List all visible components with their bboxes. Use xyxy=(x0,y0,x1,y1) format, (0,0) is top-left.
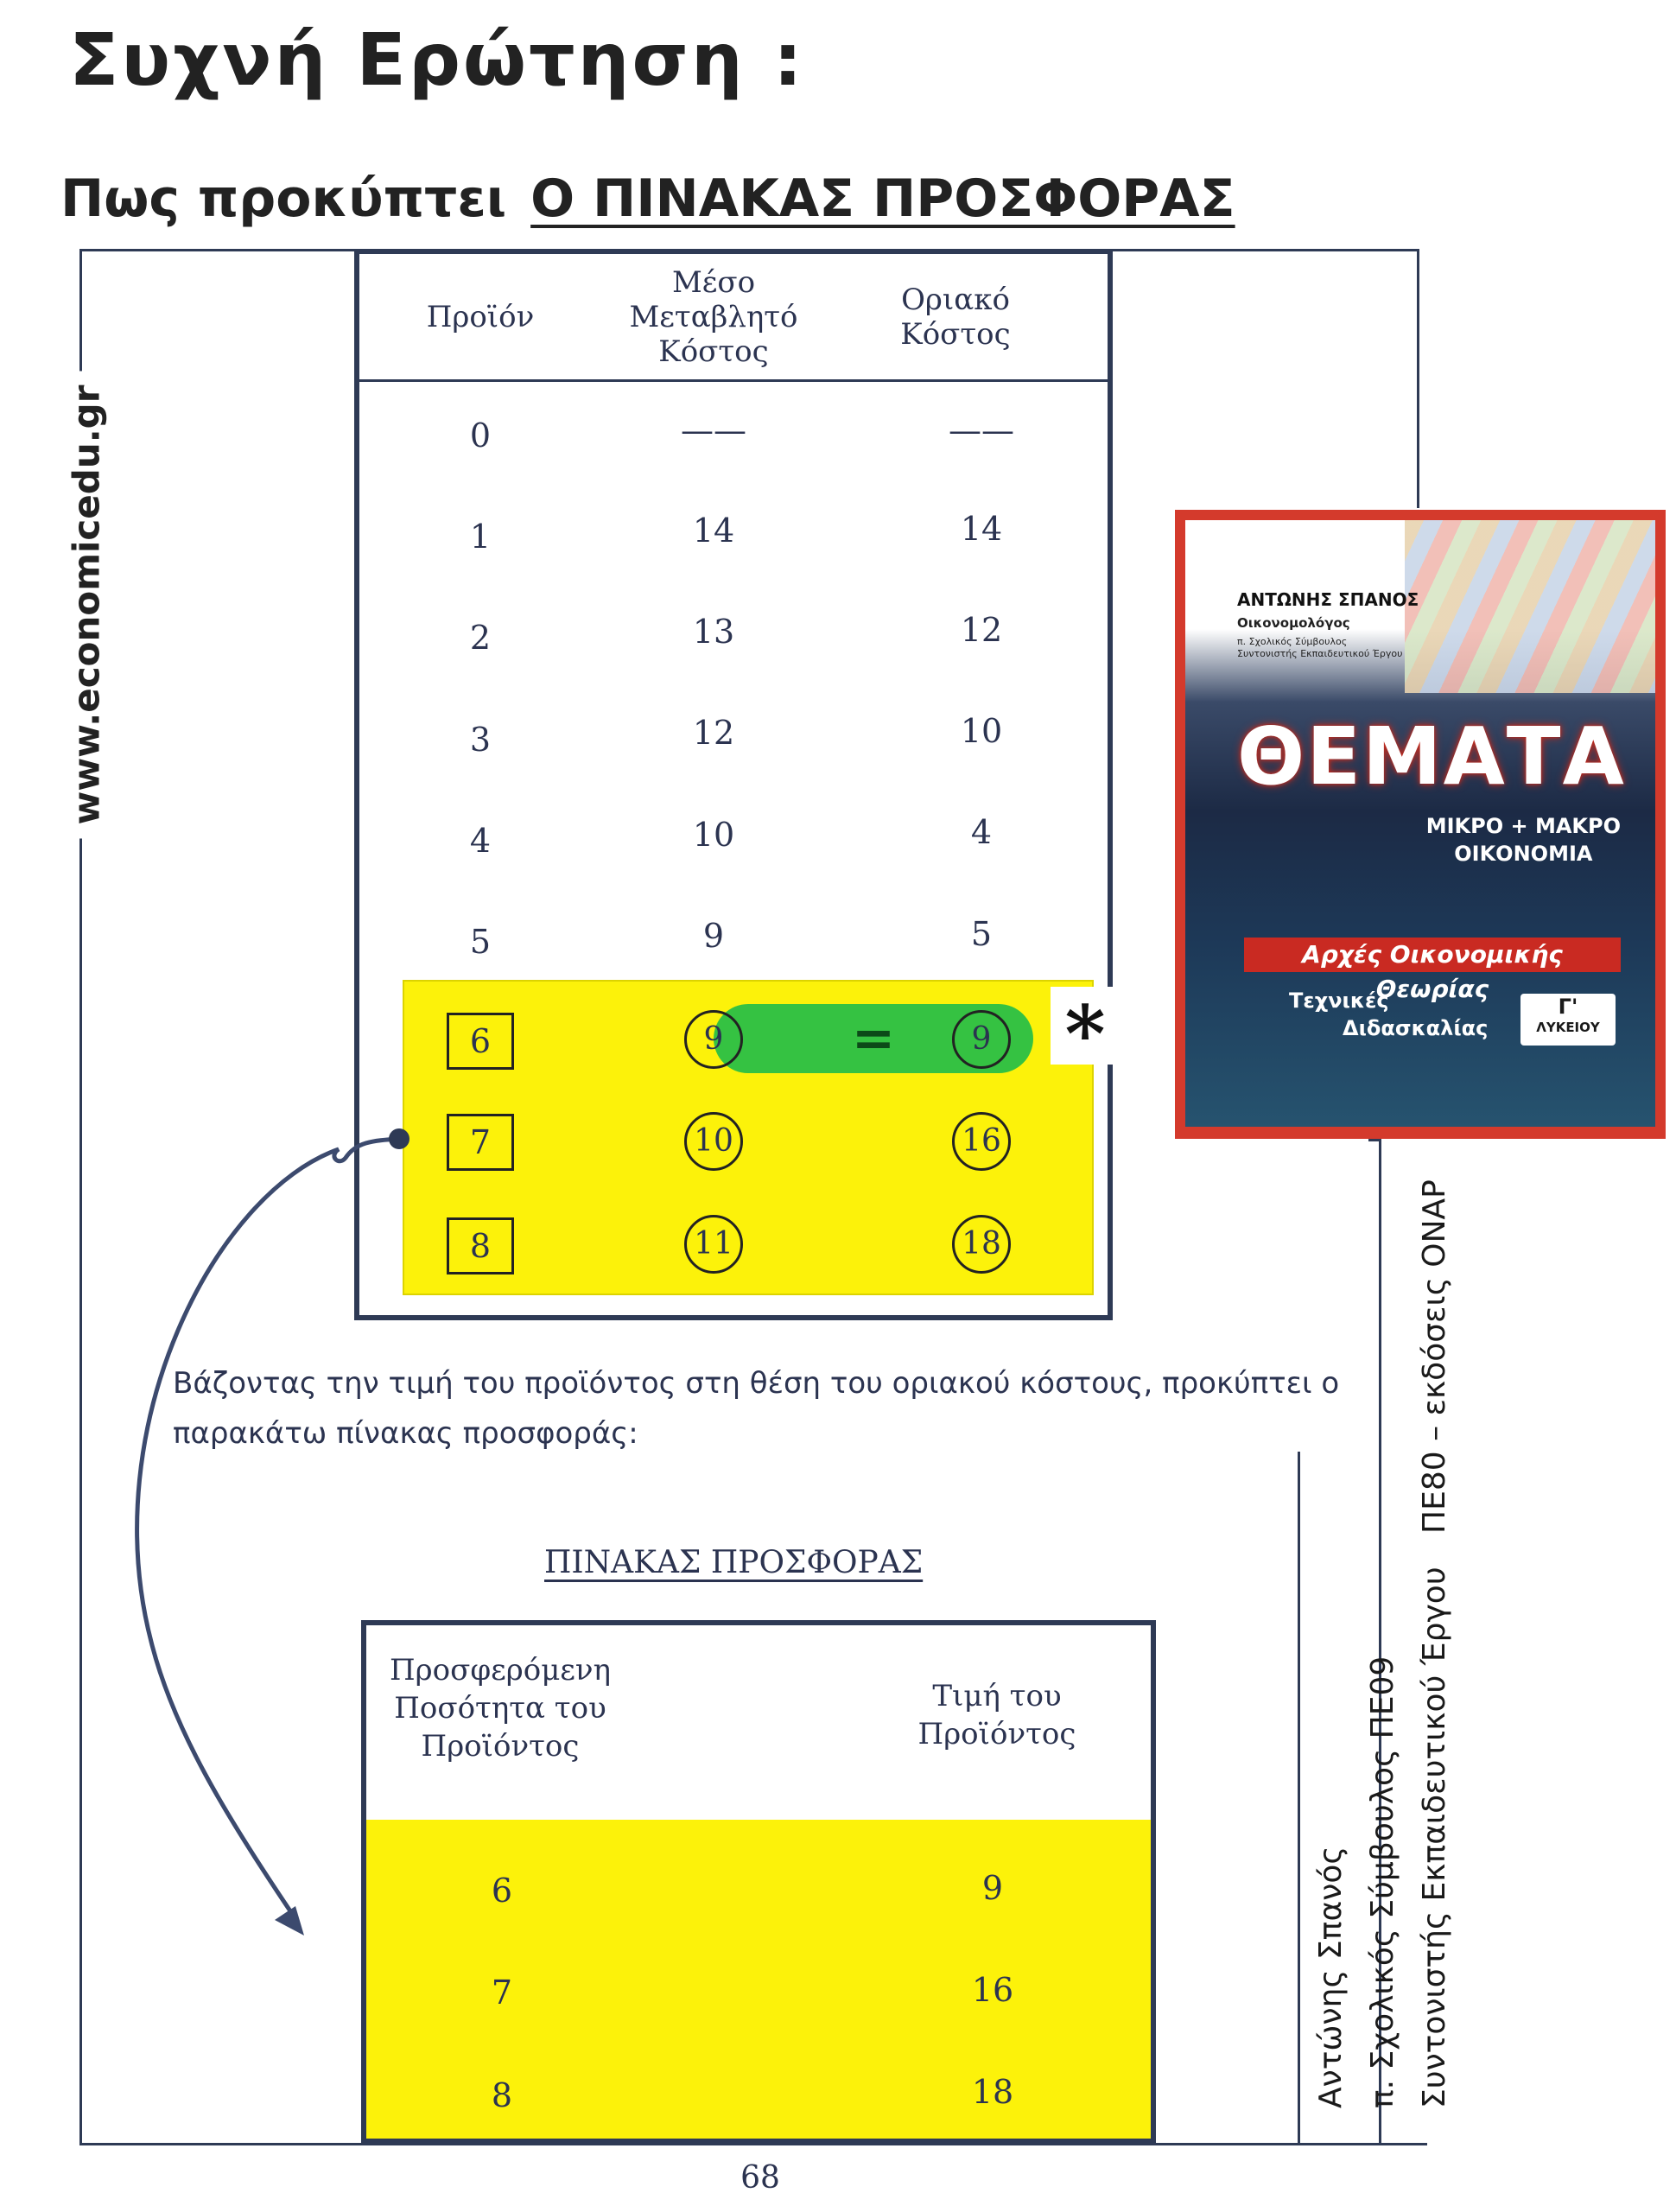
cell-mc-0: —— xyxy=(949,411,1014,449)
circled-mc-6: 9 xyxy=(952,1010,1011,1069)
book-grade-badge: Γ' ΛΥΚΕΙΟΥ xyxy=(1520,994,1616,1046)
supply-table-title: ΠΙΝΑΚΑΣ ΠΡΟΣΦΟΡΑΣ xyxy=(544,1545,924,1580)
cost-table-header: Προϊόν Μέσο Μεταβλητό Κόστος Οριακό Κόστ… xyxy=(359,254,1108,382)
cell-product-6: 6 xyxy=(394,1013,567,1070)
cell-avc-4: 10 xyxy=(692,816,735,854)
cell-avc-6: 9 xyxy=(627,1010,800,1069)
circled-mc-7: 16 xyxy=(952,1112,1011,1171)
question-subtitle: Πως προκύπτει Ο ΠΙΝΑΚΑΣ ΠΡΟΣΦΟΡΑΣ xyxy=(60,168,1235,229)
cell-avc-7: 10 xyxy=(627,1112,800,1171)
frame-right-line xyxy=(1417,249,1419,508)
cell-mc-4: 4 xyxy=(970,813,993,851)
header-mc: Οριακό Κόστος xyxy=(900,282,1011,352)
subtitle-prefix: Πως προκύπτει xyxy=(60,168,507,229)
circled-avc-7: 10 xyxy=(684,1112,743,1171)
book-cover-inner: ΑΝΤΩΝΗΣ ΣΠΑΝΟΣ Οικονομολόγος π. Σχολικός… xyxy=(1185,520,1655,1127)
book-author: ΑΝΤΩΝΗΣ ΣΠΑΝΟΣ xyxy=(1237,589,1419,610)
circled-avc-8: 11 xyxy=(684,1215,743,1274)
cell-avc-3: 12 xyxy=(692,714,735,752)
explanation-paragraph: Βάζοντας την τιμή του προϊόντος στη θέση… xyxy=(173,1366,1340,1451)
cell-product-2: 2 xyxy=(469,619,492,657)
frame-left-line xyxy=(79,249,82,2145)
page-title: Συχνή Ερώτηση : xyxy=(69,17,805,102)
credit-line-3: π. Σχολικός Σύμβουλος ΠΕ09 xyxy=(1365,1656,1400,2108)
circled-avc-6: 9 xyxy=(684,1010,743,1069)
header-product: Προϊόν xyxy=(426,299,535,334)
page-number: 68 xyxy=(740,2160,780,2196)
subtitle-highlight: Ο ΠΙΝΑΚΑΣ ΠΡΟΣΦΟΡΑΣ xyxy=(530,168,1235,229)
cost-table: Προϊόν Μέσο Μεταβλητό Κόστος Οριακό Κόστ… xyxy=(354,249,1120,1320)
cell-mc-8: 18 xyxy=(895,1215,1068,1274)
frame-bottom-line xyxy=(79,2143,1427,2145)
supply-price-1: 16 xyxy=(971,1971,1014,2009)
cell-mc-7: 16 xyxy=(895,1112,1068,1171)
cell-mc-1: 14 xyxy=(960,510,1003,548)
book-tech-1: Τεχνικές xyxy=(1289,988,1389,1013)
book-techniques: Τεχνικές Διδασκαλίας xyxy=(1289,987,1488,1042)
cell-product-4: 4 xyxy=(469,822,492,860)
supply-price-2: 18 xyxy=(971,2073,1014,2111)
supply-header-quantity: Προσφερόμενη Ποσότητα του Προϊόντος xyxy=(390,1653,611,1764)
book-series-banner: Αρχές Οικονομικής Θεωρίας xyxy=(1244,938,1621,1003)
cell-mc-3: 10 xyxy=(960,712,1003,750)
cell-avc-2: 13 xyxy=(692,613,735,651)
euro-banknotes-image xyxy=(1405,520,1655,693)
book-tech-2: Διδασκαλίας xyxy=(1343,1016,1489,1040)
credit-line-3-bar xyxy=(1298,1452,1300,2145)
book-subtitle-1: ΜΙΚΡΟ + ΜΑΚΡΟ xyxy=(1425,814,1621,838)
cell-product-1: 1 xyxy=(469,518,492,556)
credit-line-2: Συντονιστής Εκπαιδευτικού Έργου xyxy=(1417,1567,1452,2108)
credit-line-1: ΠΕ80 – εκδόσεις ΟΝΑΡ xyxy=(1417,1179,1452,1534)
header-avc: Μέσο Μεταβλητό Κόστος xyxy=(629,264,798,369)
cell-avc-5: 9 xyxy=(702,917,725,955)
boxed-product-8: 8 xyxy=(447,1217,514,1274)
supply-price-0: 9 xyxy=(981,1869,1004,1907)
cell-avc-8: 11 xyxy=(627,1215,800,1274)
supply-table: Προσφερόμενη Ποσότητα του Προϊόντος Τιμή… xyxy=(361,1620,1156,2144)
book-subtitle: ΜΙΚΡΟ + ΜΑΚΡΟ ΟΙΚΟΝΟΜΙΑ xyxy=(1426,812,1621,868)
book-author-role: Οικονομολόγος xyxy=(1237,615,1350,631)
cell-product-5: 5 xyxy=(469,923,492,961)
equals-mark: = xyxy=(851,1008,896,1069)
book-school: ΛΥΚΕΙΟΥ xyxy=(1536,1020,1600,1035)
credit-line-4: Αντώνης Σπανός xyxy=(1313,1846,1349,2108)
cell-mc-2: 12 xyxy=(960,611,1003,649)
supply-quantity-1: 7 xyxy=(491,1974,513,2012)
book-title: ΘΕΜΑΤΑ xyxy=(1237,710,1626,803)
supply-highlight xyxy=(366,1820,1151,2139)
book-note-1: π. Σχολικός Σύμβουλος xyxy=(1237,636,1348,647)
book-subtitle-2: ΟΙΚΟΝΟΜΙΑ xyxy=(1454,842,1593,866)
boxed-product-7: 7 xyxy=(447,1114,514,1171)
book-cover: ΑΝΤΩΝΗΣ ΣΠΑΝΟΣ Οικονομολόγος π. Σχολικός… xyxy=(1175,510,1666,1139)
credit-line-2-bar xyxy=(1368,1139,1381,1141)
circled-mc-8: 18 xyxy=(952,1215,1011,1274)
supply-quantity-2: 8 xyxy=(491,2076,513,2114)
cell-avc-1: 14 xyxy=(692,512,735,550)
cell-avc-0: —— xyxy=(681,411,746,449)
cell-mc-6: 9 xyxy=(895,1010,1068,1069)
book-author-note: π. Σχολικός Σύμβουλος Συντονιστής Εκπαιδ… xyxy=(1237,636,1402,660)
supply-quantity-0: 6 xyxy=(491,1872,513,1910)
cell-product-8: 8 xyxy=(394,1217,567,1274)
book-note-2: Συντονιστής Εκπαιδευτικού Έργου xyxy=(1237,648,1403,659)
cell-mc-5: 5 xyxy=(970,915,993,953)
boxed-product-6: 6 xyxy=(447,1013,514,1070)
supply-header-price: Τιμή του Προϊόντος xyxy=(917,1679,1076,1751)
book-grade: Γ' xyxy=(1558,995,1578,1019)
cell-product-0: 0 xyxy=(469,416,492,454)
cell-product-7: 7 xyxy=(394,1114,567,1171)
cell-product-3: 3 xyxy=(469,721,492,759)
credit-line-1-bar xyxy=(1379,1139,1381,2145)
